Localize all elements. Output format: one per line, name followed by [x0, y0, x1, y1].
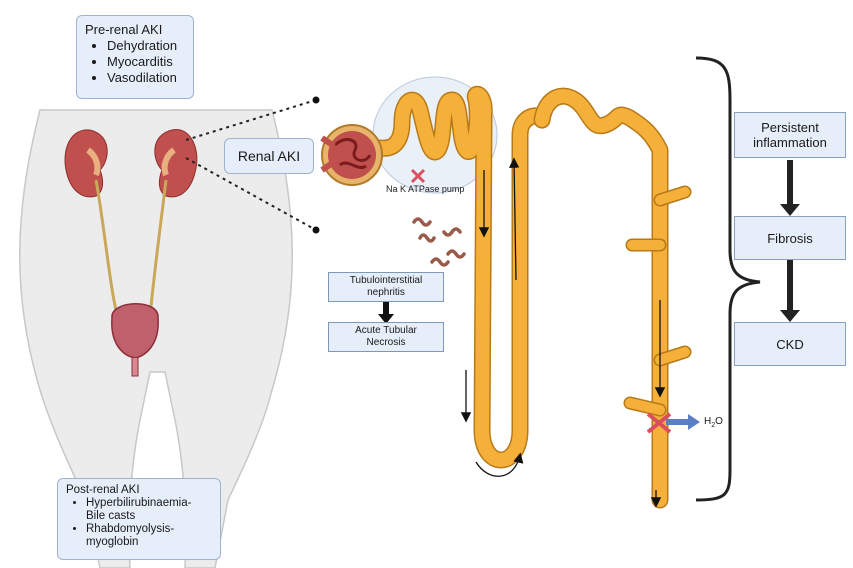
flow-arrow-ascending: [508, 157, 520, 281]
water-blocked: [646, 412, 700, 434]
ckd-box: CKD: [734, 322, 846, 366]
flow-arrow-loop: [475, 452, 524, 477]
flow-step1-line1: Persistent: [761, 120, 819, 135]
list-item: Vasodilation: [107, 70, 185, 86]
flow-step2: Fibrosis: [767, 230, 813, 246]
post-renal-box: Post-renal AKI Hyperbilirubinaemia- Bile…: [57, 478, 221, 560]
pre-renal-list: Dehydration Myocarditis Vasodilation: [85, 38, 185, 86]
renal-aki-box: Renal AKI: [224, 138, 314, 174]
inflammation-squiggles: [412, 217, 466, 267]
flow-step3: CKD: [776, 336, 804, 352]
list-item: Dehydration: [107, 38, 185, 54]
list-item: Myocarditis: [107, 54, 185, 70]
left-ureter: [94, 179, 120, 319]
pre-renal-box: Pre-renal AKI Dehydration Myocarditis Va…: [76, 15, 194, 99]
flow-step1-line2: inflammation: [753, 135, 827, 150]
tubulo-line1: Tubulointerstitial: [349, 275, 423, 286]
post-renal-title: Post-renal AKI: [66, 484, 140, 496]
ckd-flow-arrows: [780, 160, 800, 322]
atn-line2: Necrosis: [366, 337, 406, 348]
pump-label: Na K ATPase pump: [386, 184, 465, 194]
tubulo-line2: nephritis: [367, 287, 405, 298]
nephron-tubule: [371, 85, 692, 509]
pre-renal-title: Pre-renal AKI: [85, 22, 163, 37]
fibrosis-box: Fibrosis: [734, 216, 846, 260]
renal-aki-label: Renal AKI: [237, 148, 301, 164]
list-item: Hyperbilirubinaemia- Bile casts: [86, 497, 212, 523]
curly-brace: [695, 56, 761, 502]
acute-tubular-necrosis-box: Acute Tubular Necrosis: [328, 322, 444, 352]
zoom-line-top: [185, 99, 317, 141]
atn-line1: Acute Tubular: [355, 325, 417, 336]
list-item: Rhabdomyolysis- myoglobin: [86, 523, 212, 549]
post-renal-list: Hyperbilirubinaemia- Bile casts Rhabdomy…: [66, 497, 212, 549]
persistent-inflammation-box: Persistent inflammation: [734, 112, 846, 158]
glomerulus: [320, 124, 383, 186]
water-label: H2O: [704, 416, 723, 429]
pump-x-mark: [410, 168, 426, 184]
tubulointerstitial-box: Tubulointerstitial nephritis: [328, 272, 444, 302]
bladder: [111, 303, 159, 377]
